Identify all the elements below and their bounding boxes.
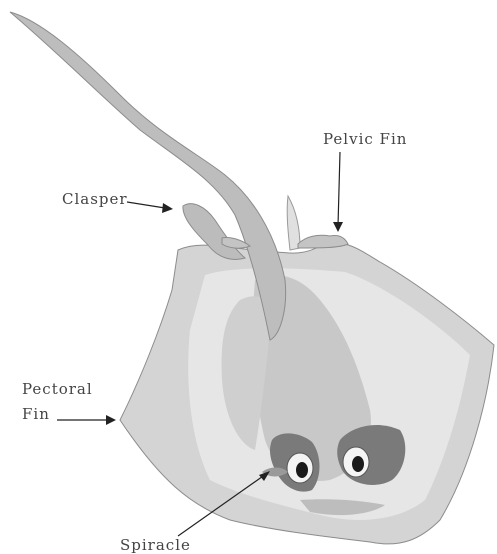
clasper-spike — [287, 196, 300, 250]
right-pupil — [352, 456, 364, 472]
arrow-pelvic-fin — [338, 152, 340, 226]
pelvic-fin — [298, 235, 348, 248]
stingray-body — [120, 243, 494, 544]
label-pectoral-fin-line1: Pectoral — [22, 380, 93, 398]
left-pupil — [296, 462, 308, 478]
label-pectoral-fin-line2: Fin — [22, 405, 50, 423]
label-spiracle: Spiracle — [120, 536, 191, 554]
arrowhead-clasper — [162, 203, 173, 213]
label-clasper: Clasper — [62, 190, 128, 208]
arrowhead-pectoral-fin — [106, 415, 116, 425]
arrowhead-pelvic-fin — [333, 222, 343, 232]
label-pelvic-fin: Pelvic Fin — [323, 130, 407, 148]
arrow-clasper — [127, 202, 165, 208]
